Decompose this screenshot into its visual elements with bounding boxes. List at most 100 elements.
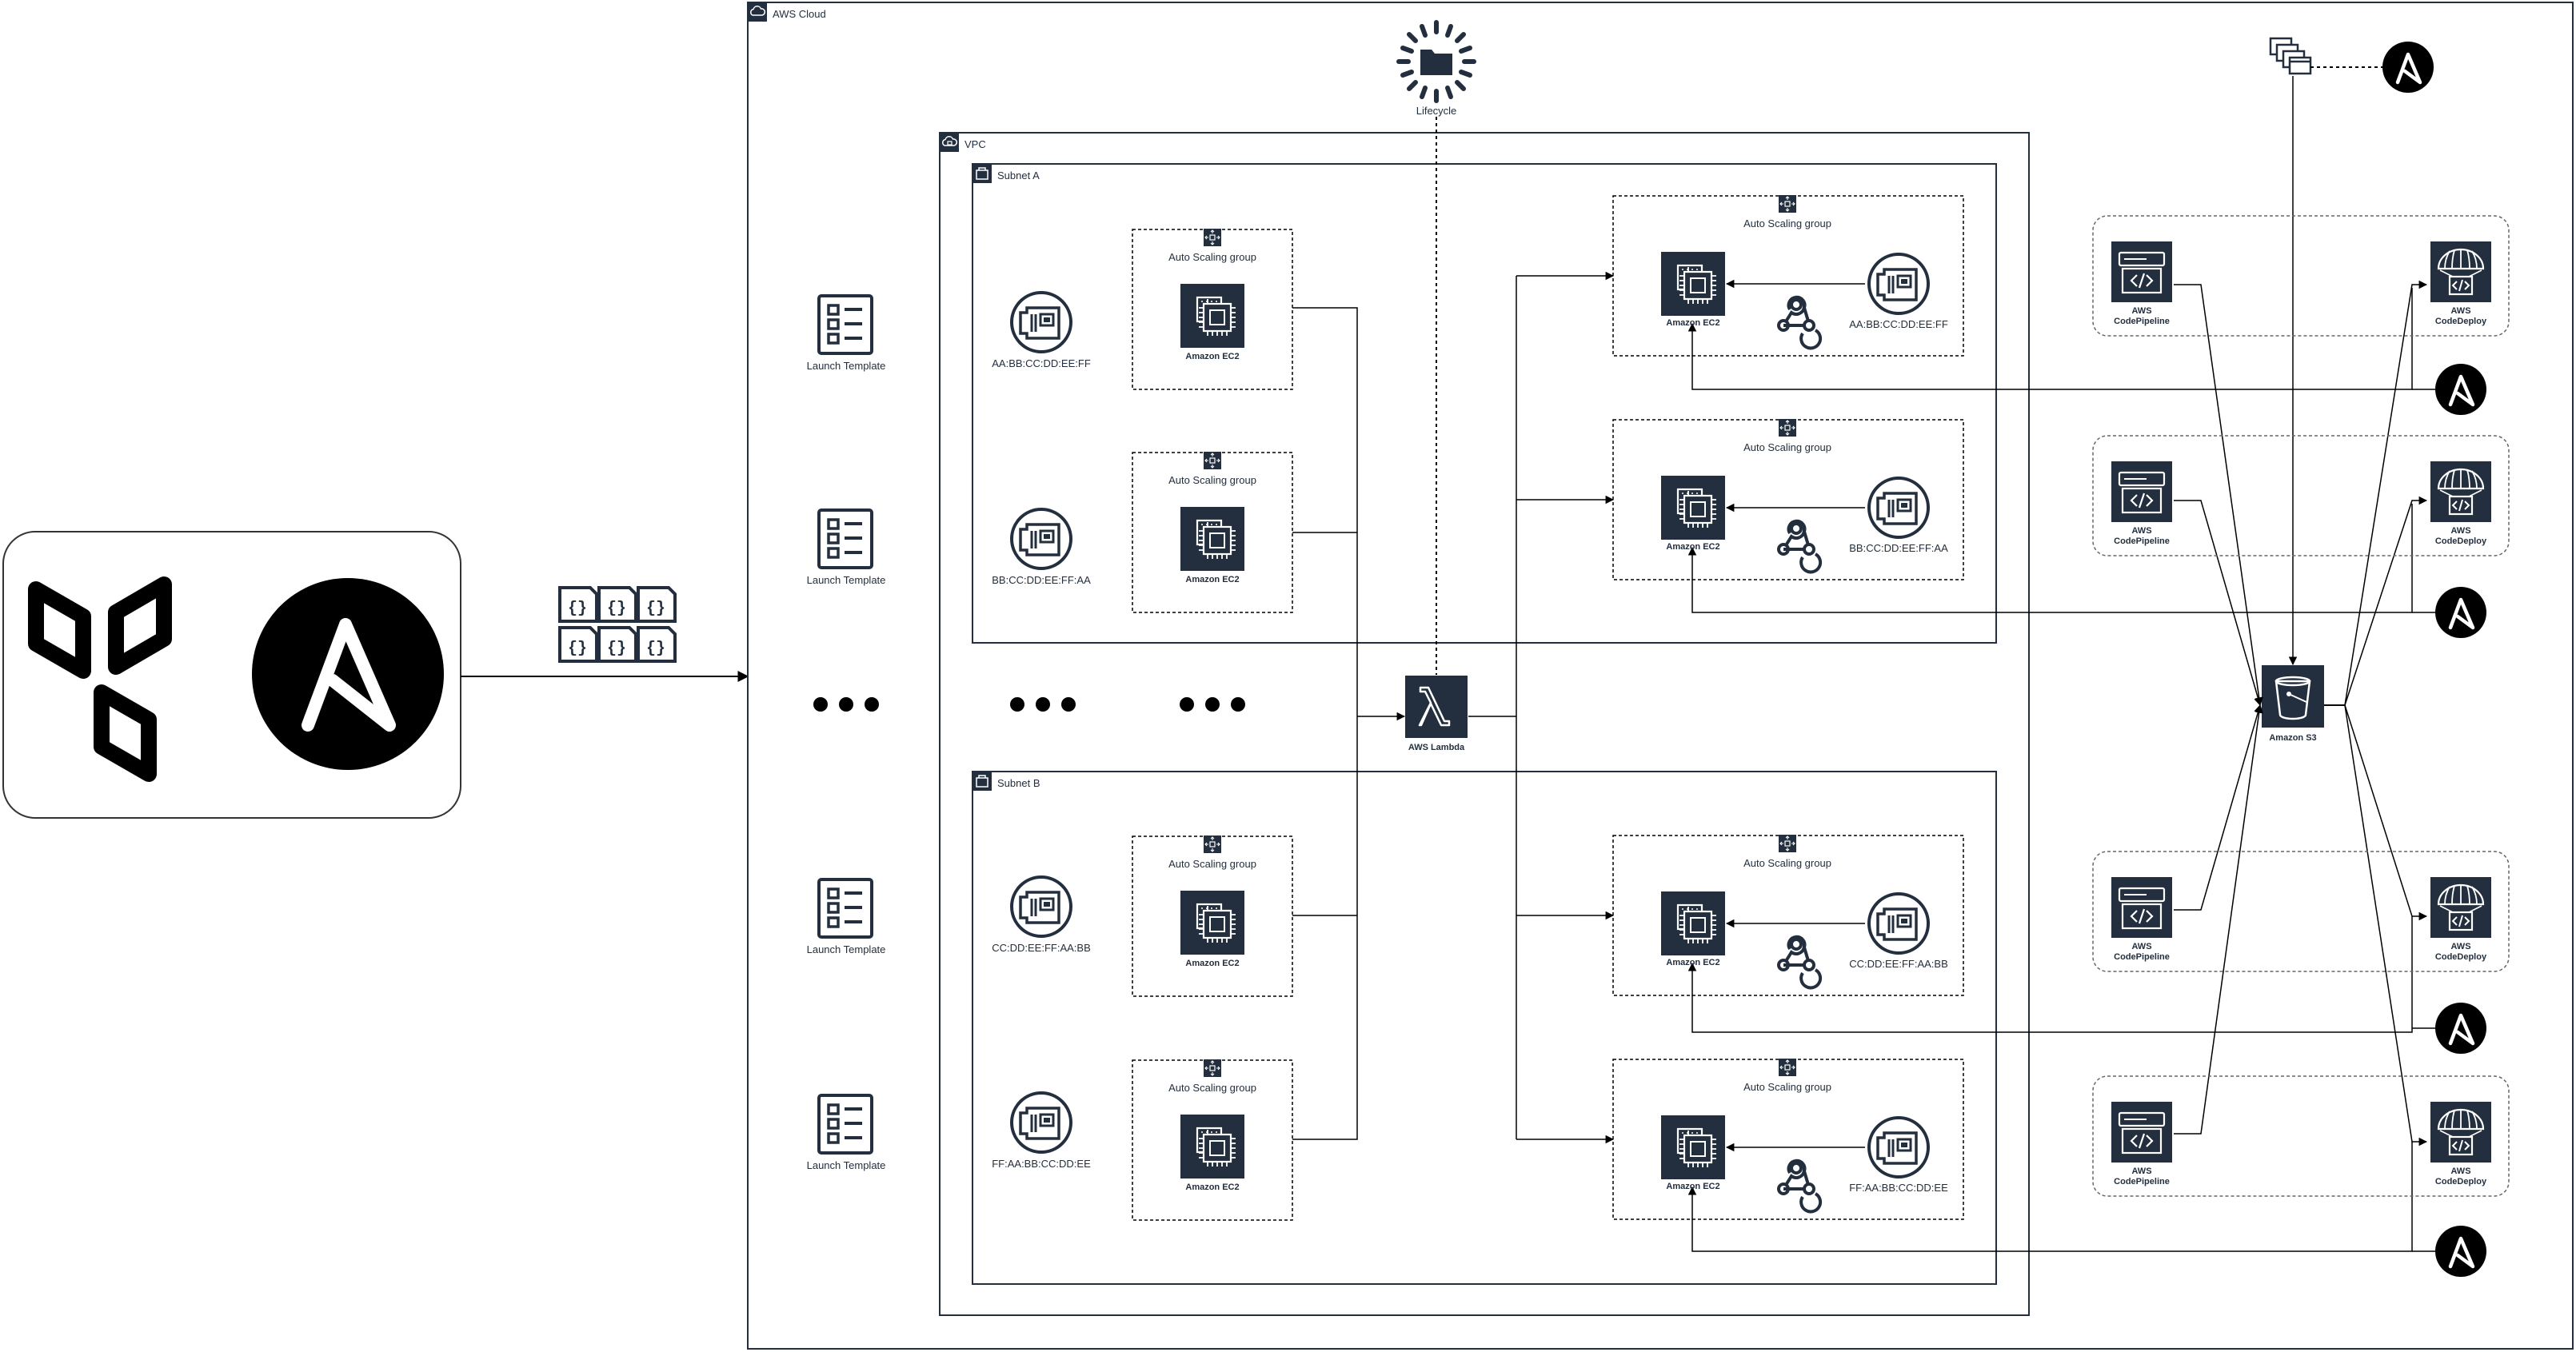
auto-scaling-icon [1778, 834, 1797, 853]
auto-scaling-icon [1778, 418, 1797, 437]
svg-text:{}: {} [607, 600, 626, 618]
launch-template-label: Launch Template [806, 943, 886, 955]
codedeploy-label-line2: CodeDeploy [2434, 317, 2487, 326]
deployment-group [2092, 1075, 2510, 1197]
ec2-instance-icon [1659, 250, 1727, 317]
mac-address-label: BB:CC:DD:EE:FF:AA [992, 574, 1091, 586]
asg-label: Auto Scaling group [1168, 251, 1256, 263]
launch-template-icon [817, 878, 873, 939]
deployment-group [2092, 215, 2510, 337]
deployment-group [2092, 851, 2510, 972]
ec2-instance-icon [1659, 474, 1727, 541]
subnet-b-group [972, 771, 1997, 1285]
launch-template-icon [817, 1094, 873, 1155]
codepipeline-label-line1: AWS [2131, 306, 2152, 316]
stacked-instances-icon [2269, 37, 2312, 75]
webhook-icon [1777, 519, 1823, 574]
codedeploy-label-line2: CodeDeploy [2434, 1177, 2487, 1186]
codedeploy-icon [2429, 875, 2493, 939]
ec2-instance-icon [1659, 1114, 1727, 1181]
network-interface-icon [1010, 291, 1072, 353]
mac-address-label: AA:BB:CC:DD:EE:FF [1849, 318, 1948, 330]
network-interface-icon [1867, 477, 1930, 539]
mac-address-label: CC:DD:EE:FF:AA:BB [992, 942, 1091, 954]
codedeploy-label-line1: AWS [2450, 526, 2471, 536]
lambda-icon [1405, 676, 1468, 738]
ansible-logo [2435, 1226, 2486, 1277]
network-interface-icon [1010, 1091, 1072, 1154]
ec2-label: Amazon EC2 [1666, 958, 1720, 967]
ansible-logo [2435, 587, 2486, 638]
webhook-icon [1777, 295, 1823, 350]
subnet-a-label: Subnet A [997, 169, 1040, 181]
s3-label: Amazon S3 [2269, 733, 2317, 743]
asg-label: Auto Scaling group [1743, 857, 1831, 869]
vpc-icon [939, 132, 960, 153]
auto-scaling-icon [1203, 1059, 1222, 1078]
mac-address-label: AA:BB:CC:DD:EE:FF [992, 357, 1091, 369]
ec2-label: Amazon EC2 [1185, 959, 1240, 968]
subnet-a-group [972, 163, 1997, 644]
ellipsis-dots [813, 697, 1245, 712]
terraform-logo [28, 576, 172, 782]
ec2-label: Amazon EC2 [1666, 318, 1720, 328]
launch-template-label: Launch Template [806, 360, 886, 372]
asg-label: Auto Scaling group [1168, 1082, 1256, 1094]
ansible-logo [2435, 1003, 2486, 1054]
ec2-instance-icon [1179, 282, 1246, 349]
auto-scaling-icon [1203, 228, 1222, 247]
codepipeline-label-line2: CodePipeline [2114, 536, 2170, 546]
network-interface-icon [1867, 1116, 1930, 1179]
s3-connectors [2174, 280, 2428, 1147]
codepipeline-icon [2110, 460, 2174, 524]
codepipeline-label-line2: CodePipeline [2114, 317, 2170, 326]
ansible-return-connectors [1687, 288, 2413, 1252]
ansible-logo [252, 578, 444, 770]
launch-template-label: Launch Template [806, 1159, 886, 1171]
lambda-label: AWS Lambda [1408, 743, 1465, 752]
codedeploy-icon [2429, 240, 2493, 304]
codepipeline-label-line1: AWS [2131, 942, 2152, 951]
ec2-instance-icon [1179, 1113, 1246, 1180]
codedeploy-icon [2429, 460, 2493, 524]
ec2-label: Amazon EC2 [1185, 1183, 1240, 1192]
codedeploy-label-line2: CodeDeploy [2434, 952, 2487, 962]
ansible-logo [2382, 42, 2434, 93]
asg-label: Auto Scaling group [1743, 441, 1831, 453]
vpc-group [939, 132, 2030, 1316]
codedeploy-icon [2429, 1100, 2493, 1164]
subnet-b-label: Subnet B [997, 777, 1040, 789]
subnet-a-icon [972, 163, 992, 184]
asg-label: Auto Scaling group [1743, 1081, 1831, 1093]
auto-scaling-icon [1778, 194, 1797, 213]
svg-text:{}: {} [646, 600, 665, 618]
asg-label: Auto Scaling group [1168, 474, 1256, 486]
mac-address-label: FF:AA:BB:CC:DD:EE [992, 1158, 1091, 1170]
ec2-instance-icon [1179, 889, 1246, 956]
deployment-group [2092, 435, 2510, 556]
ec2-label: Amazon EC2 [1666, 1182, 1720, 1191]
network-interface-icon [1010, 875, 1072, 938]
aws-cloud-label: AWS Cloud [773, 8, 826, 20]
aws-cloud-group [747, 2, 2574, 1350]
s3-bucket-icon [2262, 665, 2324, 728]
asg-to-lambda-connectors [1292, 271, 1615, 1144]
codedeploy-label-line1: AWS [2450, 306, 2471, 316]
network-interface-icon [1867, 253, 1930, 315]
ec2-instance-icon [1659, 890, 1727, 957]
codedeploy-label-line1: AWS [2450, 1167, 2471, 1176]
mac-address-label: BB:CC:DD:EE:FF:AA [1849, 542, 1948, 554]
codepipeline-icon [2110, 875, 2174, 939]
asg-label: Auto Scaling group [1743, 217, 1831, 229]
launch-template-label: Launch Template [806, 574, 886, 586]
mac-address-label: FF:AA:BB:CC:DD:EE [1849, 1182, 1948, 1194]
folder-lifecycle-icon [1396, 20, 1476, 103]
vpc-label: VPC [965, 138, 986, 150]
cloud-icon [747, 2, 768, 22]
launch-template-icon [817, 294, 873, 355]
mac-address-label: CC:DD:EE:FF:AA:BB [1849, 958, 1948, 970]
codepipeline-label-line1: AWS [2131, 1167, 2152, 1176]
ec2-label: Amazon EC2 [1666, 542, 1720, 552]
ec2-label: Amazon EC2 [1185, 352, 1240, 361]
